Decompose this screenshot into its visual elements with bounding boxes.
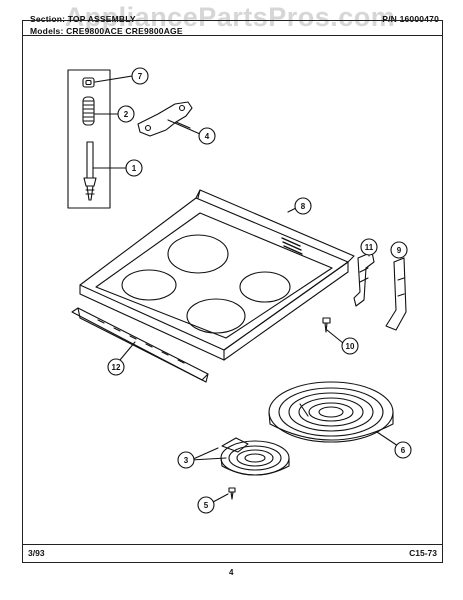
part-9-bracket xyxy=(385,257,407,331)
callout-1: 1 xyxy=(125,159,143,177)
part-12-trim-strip xyxy=(71,307,209,383)
svg-text:9: 9 xyxy=(397,246,402,255)
svg-text:11: 11 xyxy=(365,243,374,252)
part-7-clip xyxy=(82,77,95,88)
callout-5: 5 xyxy=(197,496,215,514)
part-5-screw xyxy=(228,487,236,500)
callout-3: 3 xyxy=(177,451,195,469)
part-1-screw xyxy=(83,141,97,201)
callout-9: 9 xyxy=(390,241,408,259)
callout-7: 7 xyxy=(131,67,149,85)
part-10-screw xyxy=(322,317,331,333)
models-label: Models: CRE9800ACE CRE9800AGE xyxy=(30,26,183,36)
diagram-frame xyxy=(22,20,443,563)
part-2-spring xyxy=(82,96,95,126)
svg-text:5: 5 xyxy=(204,501,209,510)
watermark: AppliancePartsPros.com xyxy=(64,2,396,32)
svg-text:12: 12 xyxy=(112,363,121,372)
svg-text:2: 2 xyxy=(124,110,129,119)
hardware-inset-box xyxy=(67,69,111,209)
svg-text:3: 3 xyxy=(184,456,189,465)
part-8-cooktop xyxy=(79,189,355,361)
callout-12: 12 xyxy=(107,358,125,376)
callout-8: 8 xyxy=(294,197,312,215)
part-6-large-element xyxy=(268,381,394,443)
callout-10: 10 xyxy=(341,337,359,355)
svg-text:8: 8 xyxy=(301,202,306,211)
svg-text:1: 1 xyxy=(132,164,137,173)
callouts: 7 2 4 1 8 11 9 10 12 6 3 5 xyxy=(107,67,412,514)
revision-date: 3/93 xyxy=(28,548,45,558)
svg-text:4: 4 xyxy=(205,132,210,141)
page-number: 4 xyxy=(229,568,234,577)
part-number: P/N 16000470 xyxy=(382,14,439,24)
footer-divider xyxy=(22,544,443,545)
callout-6: 6 xyxy=(394,441,412,459)
svg-text:7: 7 xyxy=(138,72,143,81)
diagram-code: C15-73 xyxy=(409,548,437,558)
svg-text:10: 10 xyxy=(346,342,355,351)
section-title: Section: TOP ASSEMBLY xyxy=(30,14,136,24)
callout-11: 11 xyxy=(360,238,378,256)
callout-2: 2 xyxy=(117,105,135,123)
svg-text:6: 6 xyxy=(401,446,406,455)
part-3-small-element xyxy=(220,437,290,476)
header-divider xyxy=(22,35,443,36)
part-4-bracket xyxy=(137,101,193,137)
part-11-bracket xyxy=(353,251,375,307)
callout-4: 4 xyxy=(198,127,216,145)
